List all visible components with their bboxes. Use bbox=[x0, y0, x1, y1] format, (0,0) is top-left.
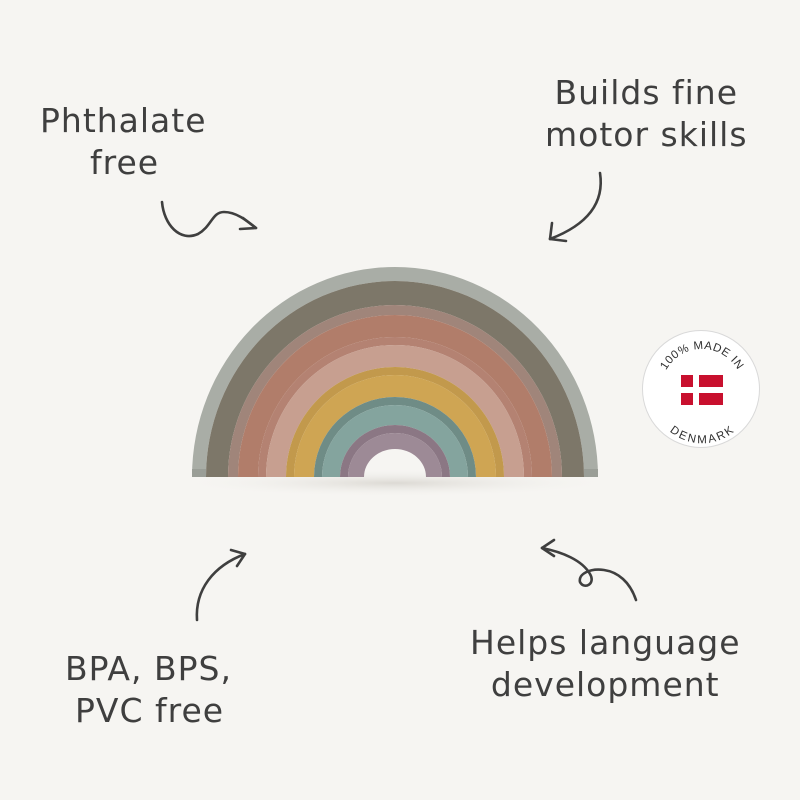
arrow-bottom-left-icon bbox=[195, 548, 247, 622]
arch-5-top bbox=[314, 397, 476, 477]
made-in-denmark-badge: 100% MADE IN DENMARK bbox=[642, 330, 760, 448]
arch-foot-right-1 bbox=[584, 469, 598, 477]
arch-5 bbox=[322, 405, 468, 477]
rainbow-stacker-image bbox=[175, 267, 615, 497]
fine-motor-skills-line1: Builds fine bbox=[554, 73, 739, 112]
badge-top-text: 100% MADE IN bbox=[658, 340, 745, 372]
arrow-top-left-icon bbox=[160, 200, 258, 238]
phthalate-free-line2: free bbox=[90, 143, 160, 182]
bpa-bps-pvc-free-note: BPA, BPS, PVC free bbox=[65, 648, 232, 732]
arch-3 bbox=[266, 345, 524, 477]
fine-motor-skills-note: Builds fine motor skills bbox=[545, 72, 748, 156]
arrow-top-right-icon bbox=[548, 171, 603, 243]
bpa-bps-pvc-free-line2: PVC free bbox=[75, 691, 225, 730]
arch-6-top bbox=[340, 425, 450, 477]
danish-flag-icon bbox=[681, 375, 723, 405]
fine-motor-skills-line2: motor skills bbox=[545, 115, 748, 154]
bpa-bps-pvc-free-line1: BPA, BPS, bbox=[65, 649, 232, 688]
phthalate-free-note: Phthalate free bbox=[40, 100, 207, 184]
arch-2 bbox=[238, 315, 552, 477]
language-development-line2: development bbox=[490, 665, 720, 704]
language-development-line1: Helps language bbox=[470, 623, 741, 662]
language-development-note: Helps language development bbox=[470, 622, 741, 706]
phthalate-free-line1: Phthalate bbox=[40, 101, 207, 140]
arch-4 bbox=[294, 375, 496, 477]
arrow-bottom-right-icon bbox=[540, 538, 638, 602]
arch-6 bbox=[348, 433, 442, 477]
badge-bottom-text: DENMARK bbox=[668, 424, 737, 446]
arch-1 bbox=[206, 281, 584, 477]
arch-foot-left-1 bbox=[192, 469, 206, 477]
